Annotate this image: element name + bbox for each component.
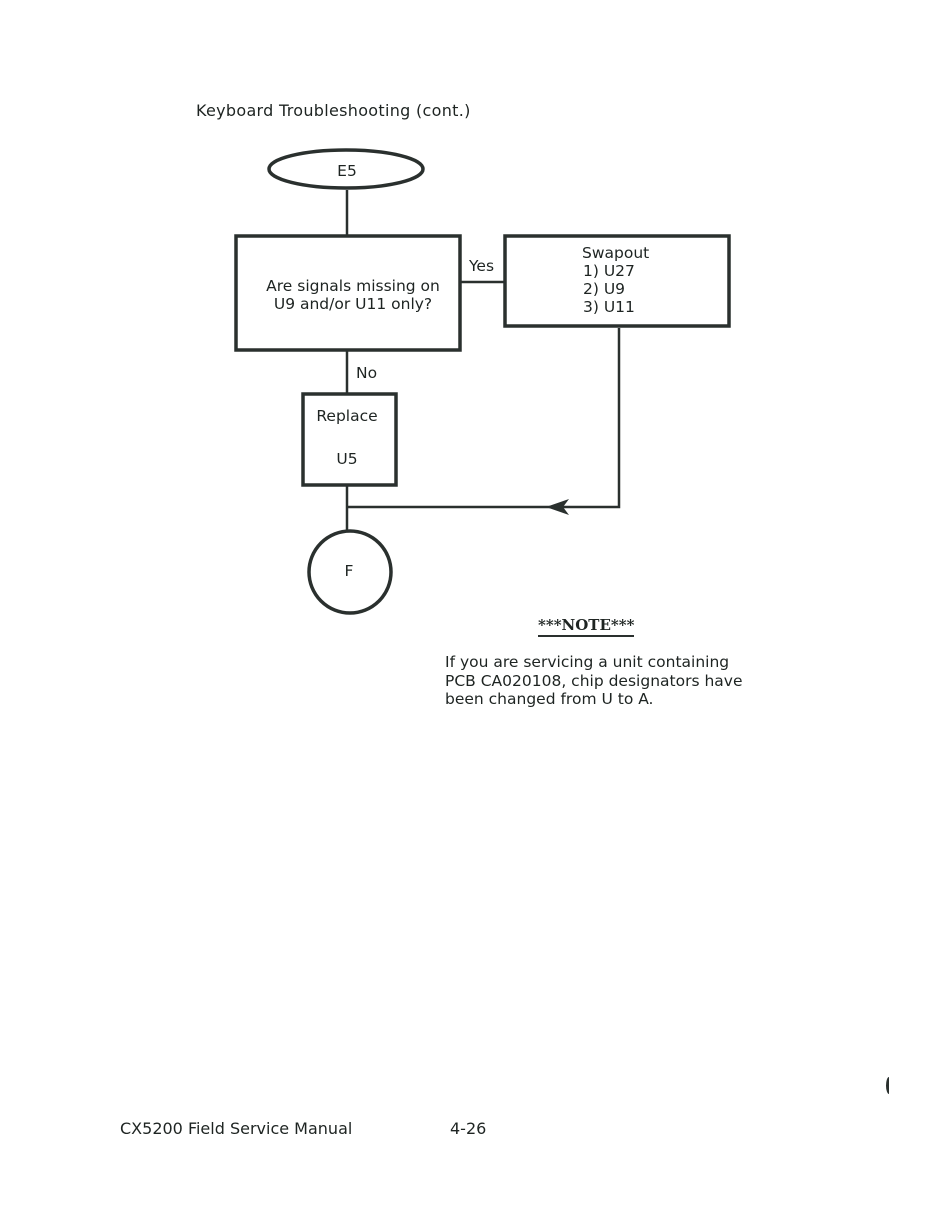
footer-manual-title: CX5200 Field Service Manual (120, 1119, 353, 1138)
swapout-item-1: 1) U27 (583, 262, 635, 280)
decision-box (234, 234, 462, 352)
swapout-item-2: 2) U9 (583, 280, 625, 298)
connector-swapout-return (347, 328, 621, 509)
terminal-e5 (267, 148, 425, 190)
decision-line-1: Are signals missing on (266, 277, 440, 295)
note-line-3: been changed from U to A. (445, 690, 654, 708)
footer-page-number: 4-26 (450, 1119, 487, 1138)
connector-f-label: F (345, 562, 354, 580)
scan-edge-mark (886, 1077, 892, 1094)
terminal-e5-label: E5 (337, 162, 357, 180)
connector-f (307, 529, 393, 615)
yes-label: Yes (468, 257, 494, 275)
swapout-item-3: 3) U11 (583, 298, 635, 316)
swapout-box (503, 234, 731, 328)
note-title: ***NOTE*** (538, 616, 635, 637)
decision-line-2: U9 and/or U11 only? (274, 295, 432, 313)
note-line-2: PCB CA020108, chip designators have (445, 671, 743, 690)
arrowhead-icon (546, 499, 569, 515)
note-line-1: If you are servicing a unit containing (445, 653, 730, 671)
replace-line-2: U5 (336, 450, 357, 468)
page-title: Keyboard Troubleshooting (cont.) (196, 101, 471, 120)
replace-box (301, 392, 398, 487)
note-body: If you are servicing a unit containing P… (445, 653, 775, 709)
swapout-title: Swapout (582, 244, 649, 262)
no-label: No (356, 364, 377, 382)
replace-line-1: Replace (316, 407, 377, 425)
